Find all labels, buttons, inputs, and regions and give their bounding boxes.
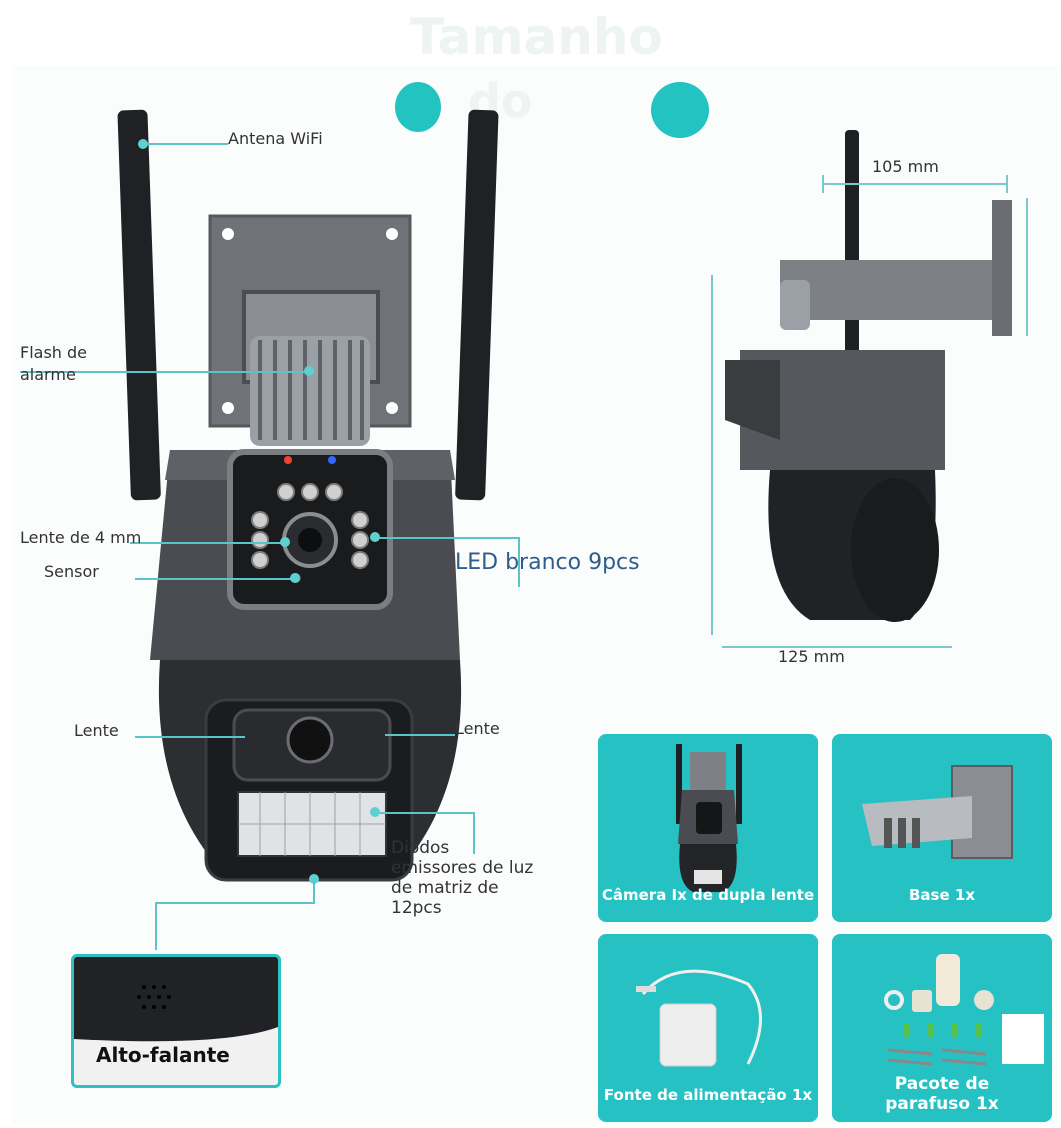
package-camera-caption: Câmera Ix de dupla lente <box>601 886 815 904</box>
label-lens-right: Lente <box>455 719 500 738</box>
dimension-width-label: 105 mm <box>872 157 939 176</box>
package-card-power: Fonte de alimentação 1x <box>598 934 818 1122</box>
speaker-grille-icon <box>74 957 278 1042</box>
screw-pack-icon <box>884 954 1044 1066</box>
package-card-base: Base 1x <box>832 734 1052 922</box>
dimension-width-tick-left <box>822 175 824 193</box>
callout-line-lens-right <box>385 734 455 736</box>
dimension-side-line <box>711 275 713 635</box>
dimension-width-tick-right <box>1006 175 1008 193</box>
callout-pin-matrix <box>370 807 380 817</box>
callout-line-white-led-vertical <box>518 537 520 587</box>
label-lens-left: Lente <box>74 721 119 740</box>
package-power-caption: Fonte de alimentação 1x <box>603 1086 813 1104</box>
camera-thumbnail-icon <box>676 744 742 892</box>
base-bracket-icon <box>862 765 1013 859</box>
package-screws-caption: Pacote de parafuso 1x <box>885 1074 999 1115</box>
label-sensor: Sensor <box>44 562 99 581</box>
dimension-depth-label: 125 mm <box>778 647 845 666</box>
teal-dot-right <box>651 82 709 138</box>
callout-pin-sensor <box>290 573 300 583</box>
camera-front-illustration <box>117 109 499 882</box>
speaker-closeup: Alto-falante <box>71 954 281 1088</box>
callout-line-speaker-stem <box>313 880 315 904</box>
faded-heading: Tamanho <box>410 8 663 66</box>
callout-line-lens4mm <box>130 542 285 544</box>
dimension-depth-line <box>722 646 952 648</box>
callout-line-alarm <box>20 371 310 373</box>
callout-pin-alarm <box>304 366 314 376</box>
power-adapter-icon <box>636 969 762 1067</box>
callout-line-speaker-vertical <box>155 902 157 950</box>
callout-pin-lens4mm <box>280 537 290 547</box>
camera-side-illustration <box>725 130 1012 622</box>
label-matrix-led: Diodos emissores de luz de matriz de 12p… <box>391 838 534 919</box>
callout-line-matrix-vertical <box>473 812 475 854</box>
callout-line-sensor <box>135 578 295 580</box>
callout-pin-antenna <box>138 139 148 149</box>
callout-line-matrix <box>375 812 475 814</box>
callout-line-antenna <box>140 143 228 145</box>
callout-pin-speaker <box>309 874 319 884</box>
callout-line-lens-left <box>135 736 245 738</box>
label-alarm-flash: Flash de alarme <box>20 343 88 384</box>
speaker-caption: Alto-falante <box>96 1043 230 1067</box>
callout-pin-white-led <box>370 532 380 542</box>
dimension-width-line <box>822 183 1008 185</box>
callout-line-white-led <box>375 537 520 539</box>
label-lens-4mm: Lente de 4 mm <box>20 528 142 547</box>
label-wifi-antenna: Antena WiFi <box>228 129 323 148</box>
package-base-caption: Base 1x <box>909 886 975 904</box>
label-white-led: LED branco 9pcs <box>455 550 640 575</box>
teal-dot-left <box>395 82 441 132</box>
package-card-screws: Pacote de parafuso 1x <box>832 934 1052 1122</box>
dimension-height-line <box>1026 198 1028 336</box>
callout-line-speaker <box>155 902 315 904</box>
package-card-camera: Câmera Ix de dupla lente <box>598 734 818 922</box>
